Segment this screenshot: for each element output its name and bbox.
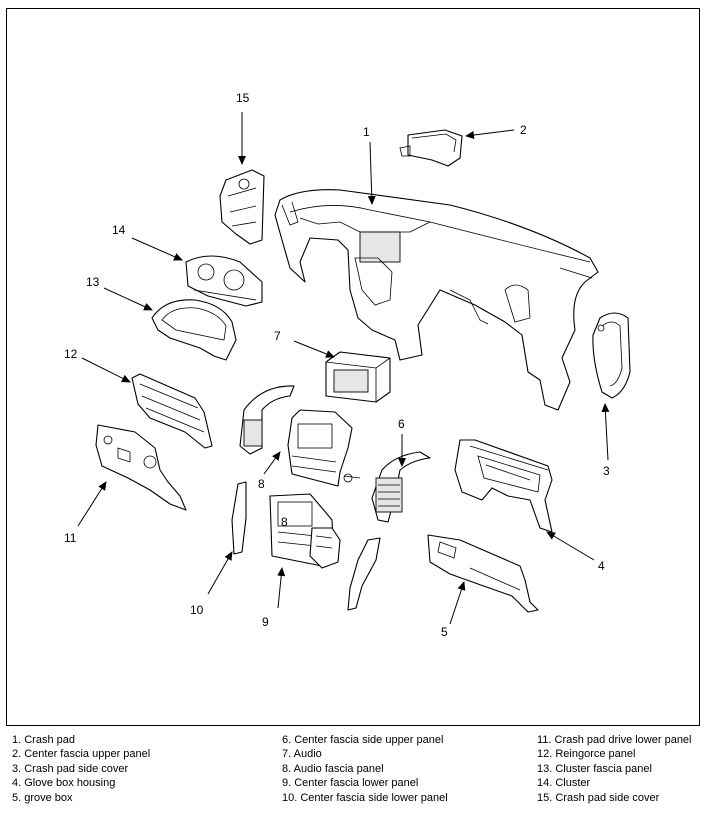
legend-item-9: 9. Center fascia lower panel	[282, 777, 419, 790]
callout-8-upper: 8	[258, 477, 265, 491]
leader-lines	[77, 112, 610, 625]
leader-8	[263, 451, 281, 475]
legend-column-3: 11. Crash pad drive lower panel 12. Rein…	[537, 733, 692, 805]
center-fascia-side-upper-panel-part	[371, 451, 431, 523]
legend-item-12: 12. Reingorce panel	[537, 748, 636, 761]
crash-pad-part	[274, 189, 599, 411]
center-fascia-upper-panel-part	[399, 129, 463, 167]
leader-1	[367, 141, 376, 205]
legend-item-11: 11. Crash pad drive lower panel	[537, 734, 692, 746]
leader-5	[449, 581, 466, 625]
audio-fascia-panel-part	[287, 409, 361, 487]
glove-box-housing-part	[454, 439, 553, 533]
legend-column-1: 1. Crash pad 2. Center fascia upper pane…	[12, 733, 150, 805]
callout-2: 2	[520, 123, 527, 137]
callout-1: 1	[363, 125, 370, 139]
leader-2	[465, 129, 515, 139]
crash-pad-side-cover-part	[592, 312, 631, 399]
legend-item-5: 5. grove box	[12, 791, 73, 804]
callout-9: 9	[262, 615, 269, 629]
callout-labels: 1 2 3 4 5 6 7 8 8 9 10 11 12 13 14 15	[64, 91, 610, 639]
leader-14	[131, 237, 183, 261]
legend-item-1: 1. Crash pad	[12, 734, 75, 746]
legend-item-8: 8. Audio fascia panel	[282, 762, 384, 775]
leader-7	[293, 340, 335, 358]
leader-3	[601, 403, 610, 461]
leader-4	[546, 531, 595, 561]
leader-9	[277, 567, 286, 609]
exploded-view-diagram: 1 2 3 4 5 6 7 8 8 9 10 11 12 13 14 15	[64, 91, 631, 639]
callout-3: 3	[603, 464, 610, 478]
legend-item-2: 2. Center fascia upper panel	[12, 748, 151, 761]
center-fascia-side-upper-left-part	[239, 385, 295, 455]
diagram-frame	[6, 8, 700, 726]
legend-item-6: 6. Center fascia side upper panel	[282, 734, 444, 746]
center-fascia-side-lower-panel-part	[231, 481, 381, 611]
legend-column-2: 6. Center fascia side upper panel 7. Aud…	[282, 733, 448, 805]
crash-pad-side-cover-left-part	[219, 169, 265, 245]
legend-item-13: 13. Cluster fascia panel	[537, 762, 652, 775]
legend-item-14: 14. Cluster	[537, 777, 591, 790]
legend-item-15: 15. Crash pad side cover	[537, 791, 660, 804]
callout-5: 5	[441, 625, 448, 639]
crash-pad-drive-lower-panel-part	[95, 424, 187, 511]
leader-13	[103, 287, 153, 311]
glove-box-part	[427, 534, 539, 613]
callout-14: 14	[112, 223, 126, 237]
callout-4: 4	[598, 559, 605, 573]
cluster-fascia-panel-part	[151, 299, 237, 361]
legend-item-3: 3. Crash pad side cover	[12, 762, 129, 775]
leader-11	[77, 481, 107, 527]
center-fascia-lower-panel-part	[309, 527, 341, 569]
callout-15: 15	[236, 91, 250, 105]
callout-13: 13	[86, 275, 100, 289]
callout-10: 10	[190, 603, 204, 617]
callout-12: 12	[64, 347, 78, 361]
audio-unit-part	[325, 351, 391, 403]
leader-10	[207, 551, 233, 595]
legend-item-4: 4. Glove box housing	[12, 777, 116, 790]
callout-7: 7	[274, 329, 281, 343]
leader-12	[81, 357, 131, 383]
callout-6: 6	[398, 417, 405, 431]
callout-11: 11	[64, 531, 77, 545]
reinforce-panel-part	[131, 373, 213, 449]
legend-item-10: 10. Center fascia side lower panel	[282, 791, 448, 804]
legend-item-7: 7. Audio	[282, 748, 322, 761]
callout-8-lower: 8	[281, 515, 288, 529]
cluster-part	[185, 255, 263, 307]
